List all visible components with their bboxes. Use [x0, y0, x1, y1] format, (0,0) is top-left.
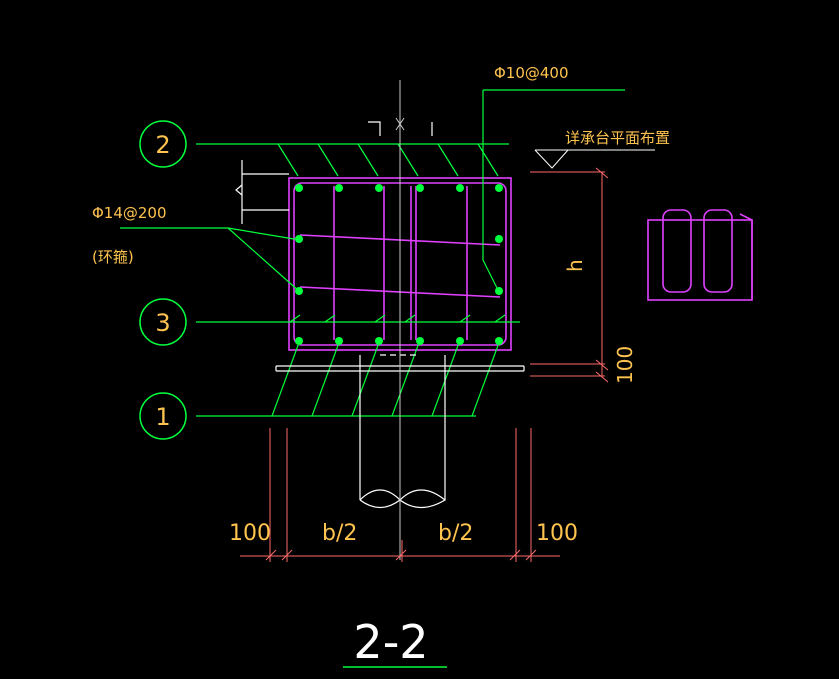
rebar-dots: [295, 184, 503, 345]
dim-left-100: 100: [229, 521, 271, 546]
callout-3: 3: [139, 298, 187, 346]
section-title-text: 2-2: [353, 615, 428, 669]
dim-b2-right: b/2: [438, 521, 473, 546]
callout-2-number: 2: [155, 131, 170, 159]
callout-2: 2: [139, 120, 187, 168]
callout-1-number: 1: [155, 403, 170, 431]
cap-note: 详承台平面布置: [565, 129, 670, 147]
center-line: [395, 80, 405, 560]
concrete-lines: [235, 121, 525, 509]
dim-100-right: 100: [613, 346, 637, 384]
stirrup-detail: [647, 209, 753, 301]
dim-b2-left: b/2: [322, 521, 357, 546]
dimension-lines: [240, 167, 609, 562]
callout-3-number: 3: [155, 309, 170, 337]
dim-right-100: 100: [536, 521, 578, 546]
side-rebar-label: Φ14@200: [92, 204, 167, 222]
height-label: h: [563, 259, 587, 272]
section-title: 2-2: [343, 615, 447, 669]
callout-1: 1: [139, 392, 187, 440]
side-rebar-note: (环箍): [92, 248, 134, 266]
top-rebar-label: Φ10@400: [494, 64, 569, 82]
cap-note-marker: [534, 149, 655, 169]
rebar-leaders: [120, 89, 625, 417]
